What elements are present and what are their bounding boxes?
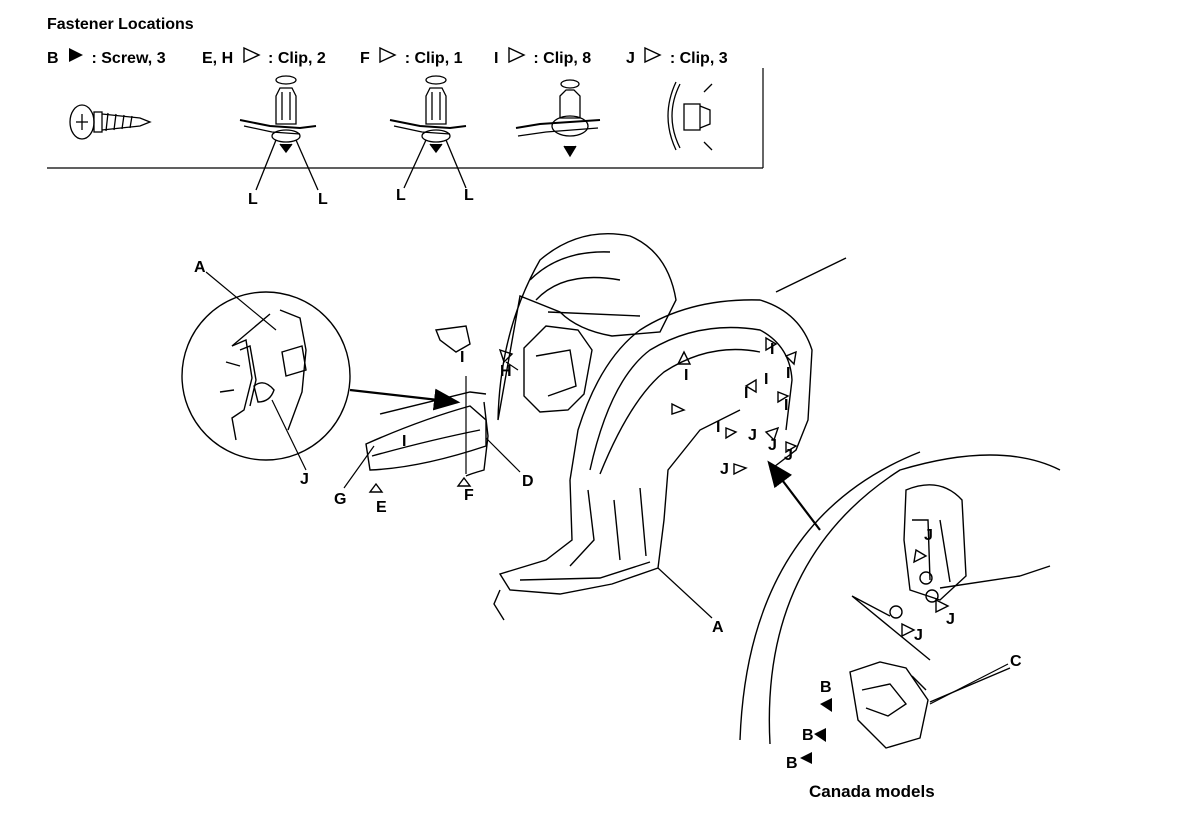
legend-item-clip-j: J : Clip, 3: [626, 46, 728, 68]
legend-frame: [47, 68, 764, 169]
legend-key: B: [47, 50, 59, 67]
legend-key: J: [626, 50, 635, 67]
callout-c: C: [1010, 653, 1022, 670]
detail-arrow: [349, 388, 461, 411]
legend-desc: Clip, 3: [679, 50, 728, 67]
screw-markers: [800, 698, 832, 764]
legend-key: I: [494, 50, 499, 67]
legend-key: E, H: [202, 50, 234, 67]
legend-desc: Clip, 8: [543, 50, 592, 67]
callout-i: I: [784, 397, 788, 414]
legend-desc: Screw, 3: [101, 50, 166, 67]
legend-sep: :: [91, 50, 102, 67]
callout-h: H: [500, 363, 512, 380]
detail-circle-right: [739, 451, 1061, 749]
callout-l: L: [396, 187, 406, 204]
filled-triangle-icon: [69, 48, 84, 62]
legend-sep: :: [669, 50, 680, 67]
callout-i: I: [716, 419, 720, 436]
callout-j: J: [924, 527, 933, 544]
callout-j: J: [946, 611, 955, 628]
callout-b: B: [802, 727, 814, 744]
detail-circle-left: [181, 291, 351, 461]
callout-i: I: [460, 349, 464, 366]
callout-i: I: [744, 385, 748, 402]
callout-i: I: [402, 433, 406, 450]
callout-l: L: [318, 191, 328, 208]
outline-triangle-icon: [508, 46, 526, 64]
clip-markers: [368, 336, 950, 638]
callout-labels: A J G E F D H A C B B B J J J J J J J I …: [194, 187, 1022, 772]
outline-triangle-icon: [242, 46, 261, 64]
callout-i: I: [770, 341, 774, 358]
callout-j: J: [768, 437, 777, 454]
callout-l: L: [464, 187, 474, 204]
clip-i-icon: [515, 79, 601, 158]
legend-desc: Clip, 1: [414, 50, 463, 67]
callout-b: B: [820, 679, 832, 696]
callout-b: B: [786, 755, 798, 772]
callout-j: J: [784, 447, 793, 464]
clip-f-icon: [389, 75, 467, 189]
screw-icon: [69, 104, 152, 140]
callout-j: J: [720, 461, 729, 478]
callout-a: A: [194, 259, 206, 276]
outline-triangle-icon: [379, 46, 397, 64]
callout-f: F: [464, 487, 474, 504]
legend-sep: :: [404, 50, 415, 67]
diagram-title: Fastener Locations: [47, 16, 194, 33]
callout-i: I: [764, 371, 768, 388]
legend-item-screw-b: B : Screw, 3: [47, 46, 166, 68]
callout-j: J: [300, 471, 309, 488]
leader-lines: [205, 271, 1009, 705]
callout-e: E: [376, 499, 387, 516]
outline-triangle-icon: [644, 46, 663, 64]
fender-liner: [365, 233, 847, 621]
callout-g: G: [334, 491, 346, 508]
detail-arrow: [767, 460, 821, 531]
legend-desc: Clip, 2: [277, 50, 326, 67]
callout-i: I: [786, 365, 790, 382]
legend-sep: :: [533, 50, 544, 67]
legend-key: F: [360, 50, 370, 67]
callout-d: D: [522, 473, 534, 490]
callout-i: I: [684, 367, 688, 384]
clip-j-icon: [667, 81, 713, 151]
legend-item-clip-eh: E, H : Clip, 2: [202, 46, 326, 68]
clip-eh-icon: [239, 75, 319, 191]
callout-j: J: [748, 427, 757, 444]
legend-item-clip-f: F : Clip, 1: [360, 46, 462, 68]
canada-models-caption: Canada models: [809, 782, 935, 801]
legend-item-clip-i: I : Clip, 8: [494, 46, 591, 68]
callout-j: J: [914, 627, 923, 644]
legend-sep: :: [268, 50, 278, 67]
callout-a: A: [712, 619, 724, 636]
callout-l: L: [248, 191, 258, 208]
